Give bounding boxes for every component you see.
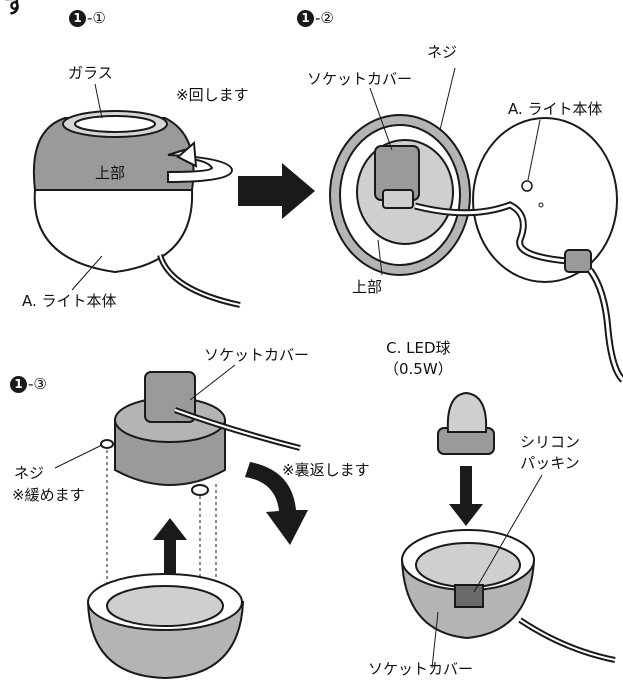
- socket-cover-illustration: [100, 371, 301, 496]
- flip-arrow-icon: [245, 462, 308, 545]
- label-screw-2: ネジ: [427, 43, 458, 61]
- label-silicon-packing: シリコン パッキン: [520, 433, 581, 472]
- label-flip: ※裏返します: [282, 461, 370, 479]
- insert-down-arrow-icon: [449, 466, 483, 526]
- leader-lines-4: [431, 474, 543, 669]
- label-light-body-1: A. ライト本体: [22, 292, 117, 310]
- label-upper-part-1: 上部: [95, 164, 126, 182]
- label-socket-cover-3: ソケットカバー: [204, 346, 310, 364]
- label-socket-cover-2: ソケットカバー: [307, 70, 413, 88]
- step-dot-1-3: 1: [10, 375, 27, 393]
- leader-lines-3: [54, 364, 236, 469]
- mount-up-arrow-icon: [153, 518, 187, 580]
- leader-lines-2: [369, 67, 541, 276]
- step-sub-1-3: -③: [28, 375, 47, 393]
- label-rotate: ※回します: [176, 86, 249, 104]
- label-upper-part-2: 上部: [352, 278, 383, 296]
- rotate-arrow-icon: [167, 140, 234, 184]
- label-screw-3: ネジ: [14, 464, 45, 482]
- lamp-globe-illustration: [32, 110, 241, 308]
- label-glass: ガラス: [68, 64, 113, 82]
- mount-base-illustration: [86, 573, 245, 680]
- step-dot-1-1: 1: [69, 9, 86, 27]
- leader-lines-1: [71, 83, 103, 291]
- header-char: す: [4, 0, 27, 19]
- step-sub-1-2: -②: [315, 9, 334, 27]
- label-loosen: ※緩めます: [12, 486, 85, 504]
- label-led-bulb: C. LED球 （0.5W）: [384, 339, 453, 378]
- opened-lamp-illustration: [329, 114, 623, 383]
- step-marker-1-1: 1 -①: [69, 9, 106, 27]
- step-marker-1-3: 1 -③: [10, 375, 47, 393]
- label-light-body-2: A. ライト本体: [508, 100, 603, 118]
- led-bulb-illustration: [437, 391, 495, 455]
- next-step-arrow-icon: [238, 163, 315, 219]
- step-marker-1-2: 1 -②: [297, 9, 334, 27]
- label-socket-cover-4: ソケットカバー: [368, 660, 474, 678]
- socket-bowl-illustration: [400, 529, 616, 663]
- step-sub-1-1: -①: [87, 9, 106, 27]
- step-dot-1-2: 1: [297, 9, 314, 27]
